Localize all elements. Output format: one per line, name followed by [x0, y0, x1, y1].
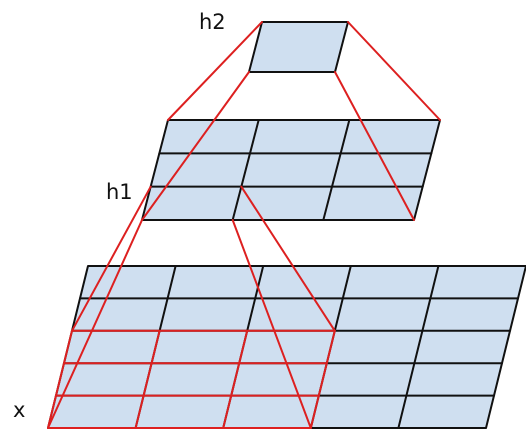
layer-x-plane	[47, 265, 526, 429]
layer-x	[47, 265, 526, 429]
layer-h1-grid	[149, 119, 433, 221]
x-col-line	[397, 265, 440, 429]
rf-h2-connector	[141, 71, 250, 221]
rf-h2-connector	[334, 71, 415, 221]
rf-x-grid-col	[134, 329, 161, 429]
layer-h2	[248, 21, 349, 73]
rf-x-grid-col	[47, 329, 73, 429]
label-h2: h2	[199, 10, 226, 34]
rf-h1-connector	[47, 219, 143, 429]
h1-col-line	[231, 119, 260, 221]
rf-x-grid-col	[309, 329, 336, 429]
rf-h1-connector	[240, 185, 336, 332]
rf-h2-connector	[167, 21, 263, 121]
label-x: x	[13, 398, 25, 422]
rf-h1-connector	[71, 185, 152, 332]
layer-h2-plane	[248, 21, 349, 73]
label-h1: h1	[106, 180, 133, 204]
layer-h1-plane	[141, 119, 441, 221]
rf-h1-connector	[231, 219, 312, 429]
rf-h2-connector	[347, 21, 441, 121]
layer-h1	[141, 119, 441, 221]
h1-col-line	[322, 119, 351, 221]
receptive-field-x-to-h1	[47, 185, 336, 429]
receptive-field-h1-to-h2	[141, 21, 441, 221]
rf-x-grid-col	[222, 329, 249, 429]
